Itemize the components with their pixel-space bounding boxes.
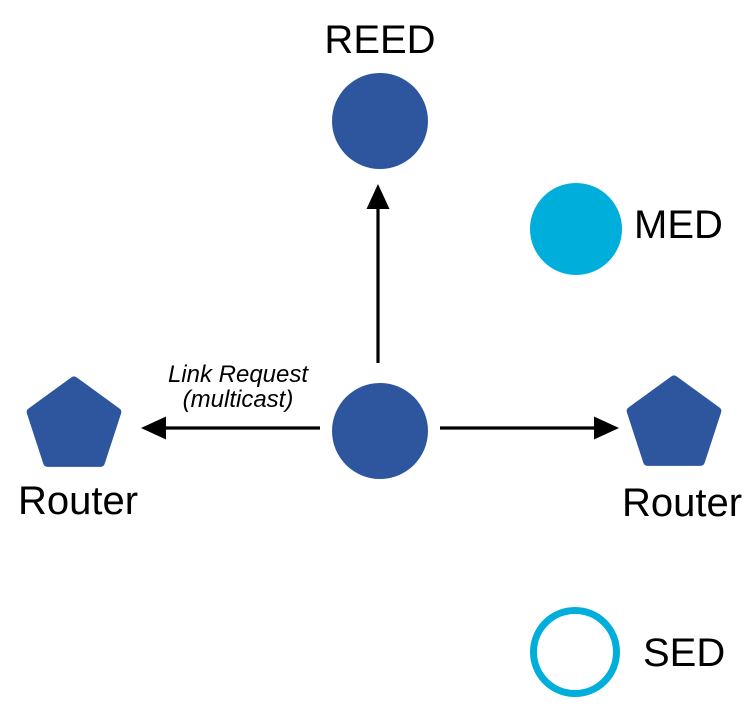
sed-node-ring [530,607,620,697]
reed-node-circle [332,73,428,169]
router-left-label: Router [17,479,139,523]
med-label: MED [634,203,723,247]
arrow-right-head-icon [594,416,619,440]
router-right-pentagon [626,375,722,466]
arrow-right-to-router [440,416,619,440]
reed-label: REED [324,18,436,62]
link-request-annotation-line2: (multicast) [182,386,294,413]
link-request-annotation: Link Request (multicast) [168,362,308,412]
arrow-left-head-icon [141,416,166,440]
arrow-up-to-reed [366,184,390,363]
arrow-left-to-router [141,416,320,440]
med-node-circle [530,183,622,275]
arrow-up-head-icon [366,184,390,209]
router-left-pentagon [26,376,122,467]
link-request-annotation-line1: Link Request [167,361,309,388]
router-right-label: Router [621,481,743,525]
sed-label: SED [643,631,726,675]
center-node-circle [332,383,428,479]
